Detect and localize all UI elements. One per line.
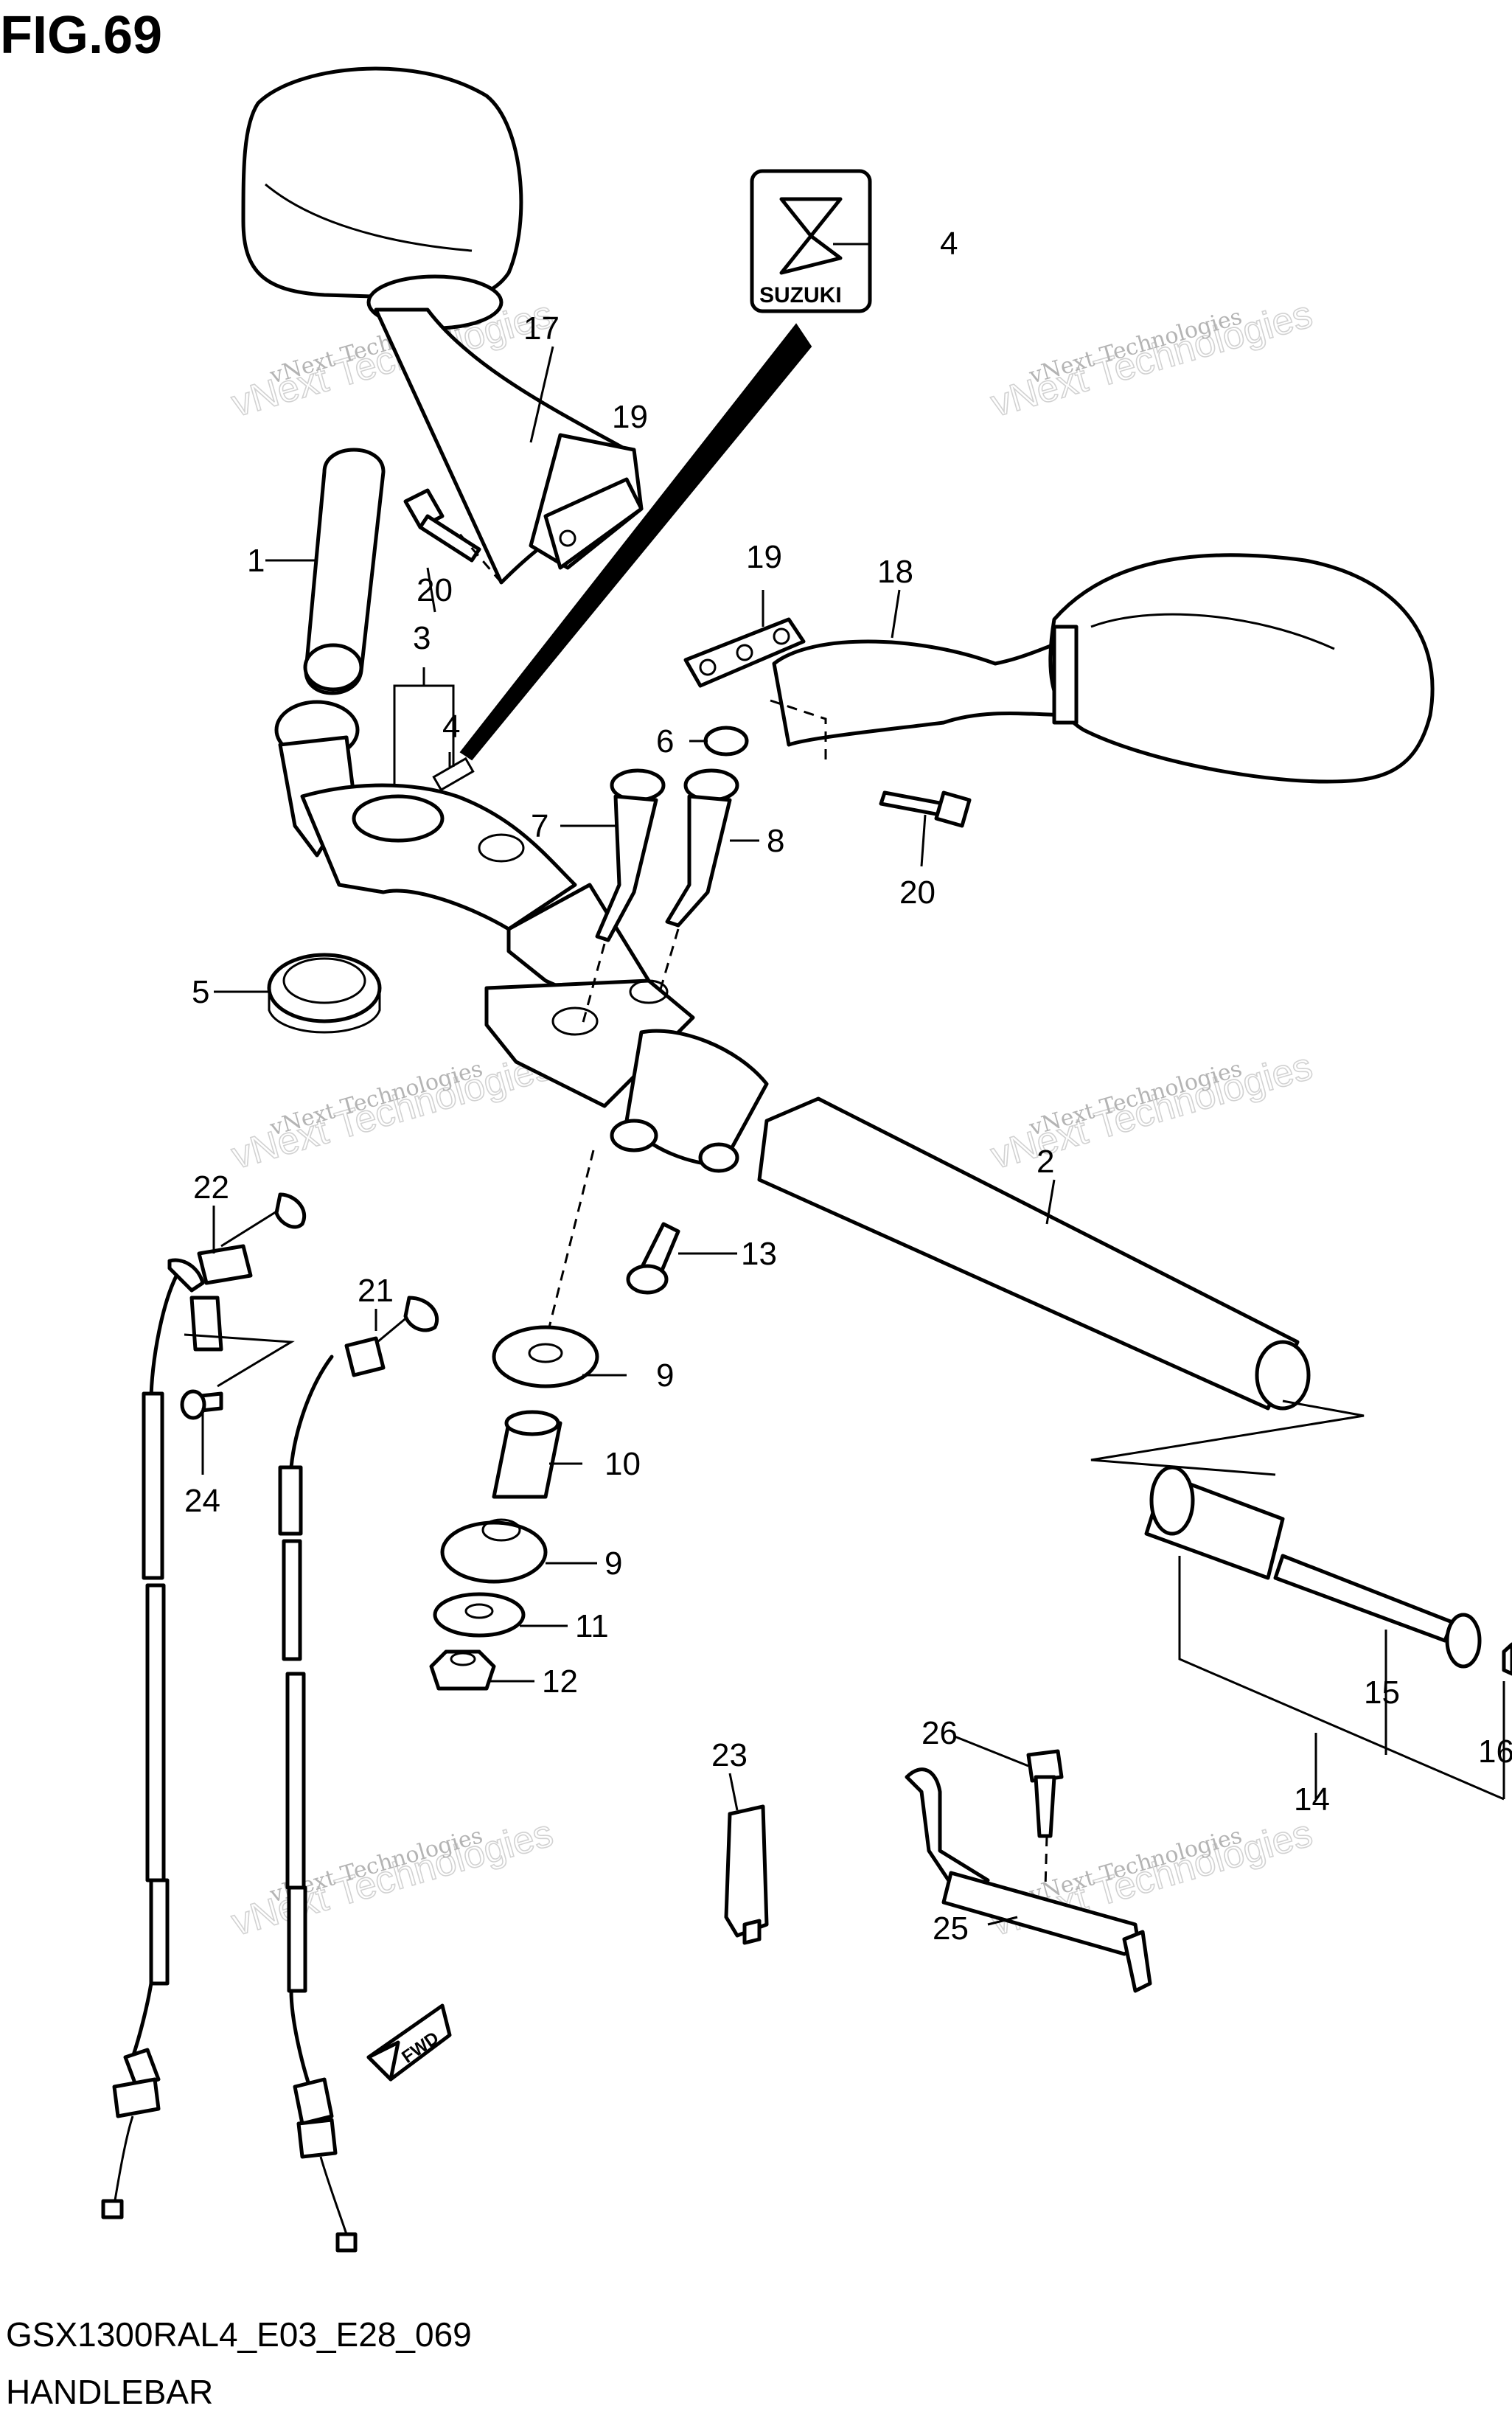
callout-18: 18 bbox=[877, 554, 913, 590]
part-22-throttle-cable bbox=[101, 1192, 307, 2219]
callout-20-left: 20 bbox=[417, 572, 453, 608]
callout-4-emblem: 4 bbox=[940, 226, 958, 262]
section-title: HANDLEBAR bbox=[6, 2373, 213, 2411]
part-9-damper-upper bbox=[492, 1325, 599, 1388]
callout-5: 5 bbox=[192, 974, 209, 1010]
part-15-balancer-weight bbox=[1144, 1465, 1285, 1580]
part-19-mirror-clamp-left bbox=[543, 477, 644, 570]
callout-8: 8 bbox=[767, 823, 784, 859]
part-11-washer bbox=[433, 1592, 526, 1638]
model-code: GSX1300RAL4_E03_E28_069 bbox=[6, 2315, 472, 2354]
part-21-throttle-cable bbox=[278, 1296, 439, 2253]
part-20-bolt-right bbox=[879, 790, 972, 828]
callout-4-holder: 4 bbox=[442, 709, 460, 745]
callout-14: 14 bbox=[1294, 1781, 1330, 1818]
watermark-group: vNext Technologies vNext Technologies vN… bbox=[226, 292, 1317, 1944]
leader-dash bbox=[548, 1150, 595, 1328]
callout-19-right: 19 bbox=[746, 539, 782, 575]
part-19-mirror-clamp-right bbox=[683, 617, 806, 688]
leader-dash bbox=[456, 530, 503, 583]
svg-text:vNext Technologies: vNext Technologies bbox=[227, 1045, 558, 1178]
callout-19-left: 19 bbox=[612, 399, 648, 435]
part-18-right-mirror bbox=[772, 553, 1435, 784]
svg-text:vNext Technologies: vNext Technologies bbox=[986, 293, 1317, 425]
part-12-nut bbox=[429, 1649, 496, 1691]
watermark: vNext Technologies vNext Technologies bbox=[226, 1044, 558, 1178]
callout-6: 6 bbox=[656, 723, 674, 759]
callout-13: 13 bbox=[741, 1236, 777, 1272]
callout-10: 10 bbox=[605, 1446, 641, 1482]
leader-dash bbox=[581, 943, 606, 1026]
callout-1: 1 bbox=[247, 543, 265, 579]
callout-9-lower: 9 bbox=[605, 1545, 622, 1582]
part-13-bolt bbox=[626, 1222, 680, 1295]
watermark: vNext Technologies vNext Technologies bbox=[226, 1811, 558, 1944]
part-23-clip bbox=[724, 1804, 769, 1945]
part-2-handlebar-pipe bbox=[757, 1096, 1365, 1476]
callout-21: 21 bbox=[358, 1273, 394, 1309]
callout-9-upper: 9 bbox=[656, 1357, 674, 1394]
part-10-sleeve bbox=[492, 1410, 562, 1499]
leader-dash bbox=[658, 928, 680, 992]
part-4-suzuki-emblem: SUZUKI bbox=[459, 169, 872, 761]
part-14-bracket-line bbox=[1178, 1556, 1505, 1801]
part-1-grip bbox=[303, 448, 386, 695]
part-26-bolt bbox=[1026, 1749, 1064, 1838]
leader-dash bbox=[1044, 1835, 1048, 1888]
callout-20-right: 20 bbox=[899, 875, 936, 911]
suzuki-logo-text: SUZUKI bbox=[759, 283, 842, 307]
callout-11: 11 bbox=[575, 1608, 609, 1644]
callout-22: 22 bbox=[193, 1169, 229, 1206]
callout-7: 7 bbox=[531, 808, 548, 844]
callout-25: 25 bbox=[933, 1910, 969, 1947]
callout-labels: 1 2 3 4 4 5 6 7 8 9 9 10 11 12 13 14 15 … bbox=[184, 226, 1512, 1947]
part-6-cap bbox=[703, 726, 749, 757]
part-24-screw-bracket bbox=[180, 1296, 295, 1420]
callout-2: 2 bbox=[1037, 1144, 1054, 1180]
part-16-washer bbox=[1502, 1642, 1512, 1676]
callout-26: 26 bbox=[922, 1715, 958, 1751]
watermark: vNext Technologies vNext Technologies bbox=[986, 1044, 1317, 1178]
part-3-handlebar-holder bbox=[274, 700, 769, 1173]
leader-dash bbox=[770, 699, 827, 767]
part-8-bolt bbox=[665, 768, 739, 928]
figure-title: FIG.69 bbox=[0, 6, 162, 65]
callout-3: 3 bbox=[413, 620, 431, 656]
part-7-bolt bbox=[595, 768, 666, 942]
fwd-direction-arrow: FWD bbox=[366, 2003, 452, 2082]
svg-text:vNext Technologies: vNext Technologies bbox=[227, 1812, 558, 1944]
leader-lines bbox=[201, 243, 1317, 1926]
callout-23: 23 bbox=[711, 1737, 748, 1773]
callout-16: 16 bbox=[1478, 1734, 1512, 1770]
callout-17: 17 bbox=[523, 310, 560, 347]
callout-15: 15 bbox=[1364, 1675, 1400, 1711]
watermark: vNext Technologies vNext Technologies bbox=[986, 292, 1317, 425]
part-15-balancer-bolt bbox=[1273, 1554, 1482, 1669]
part-9-damper-lower bbox=[440, 1518, 548, 1584]
part-5-seal bbox=[267, 953, 382, 1034]
callout-24: 24 bbox=[184, 1483, 220, 1519]
callout-12: 12 bbox=[542, 1663, 578, 1700]
part-25-bracket bbox=[905, 1767, 1152, 1993]
